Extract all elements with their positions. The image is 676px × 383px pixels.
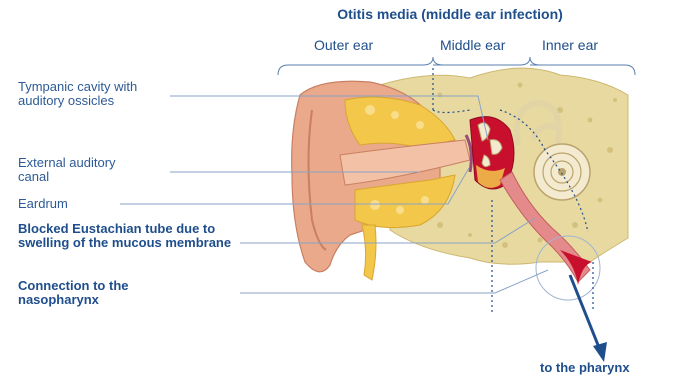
label-tympanic-cavity: Tympanic cavity with auditory ossicles [18,80,178,108]
region-label-inner-ear: Inner ear [542,37,598,53]
ear-lobe-cartilage [362,225,376,280]
middle-ear-bracket [433,57,540,65]
label-connection-nasopharynx: Connection to the nasopharynx [18,279,158,307]
region-label-middle-ear: Middle ear [440,37,505,53]
label-eardrum: Eardrum [18,197,138,211]
pharynx-arrow[interactable] [570,275,607,362]
label-blocked-eustachian-tube: Blocked Eustachian tube due to swelling … [18,222,233,250]
outer-ear-bracket [278,57,443,75]
nasopharynx-leader [240,270,548,293]
cochlea [534,144,590,200]
diagram-title: Otitis media (middle ear infection) [300,6,600,22]
region-label-outer-ear: Outer ear [314,37,373,53]
label-to-the-pharynx: to the pharynx [540,360,630,375]
label-external-auditory-canal: External auditory canal [18,156,148,184]
region-brackets [278,57,635,75]
